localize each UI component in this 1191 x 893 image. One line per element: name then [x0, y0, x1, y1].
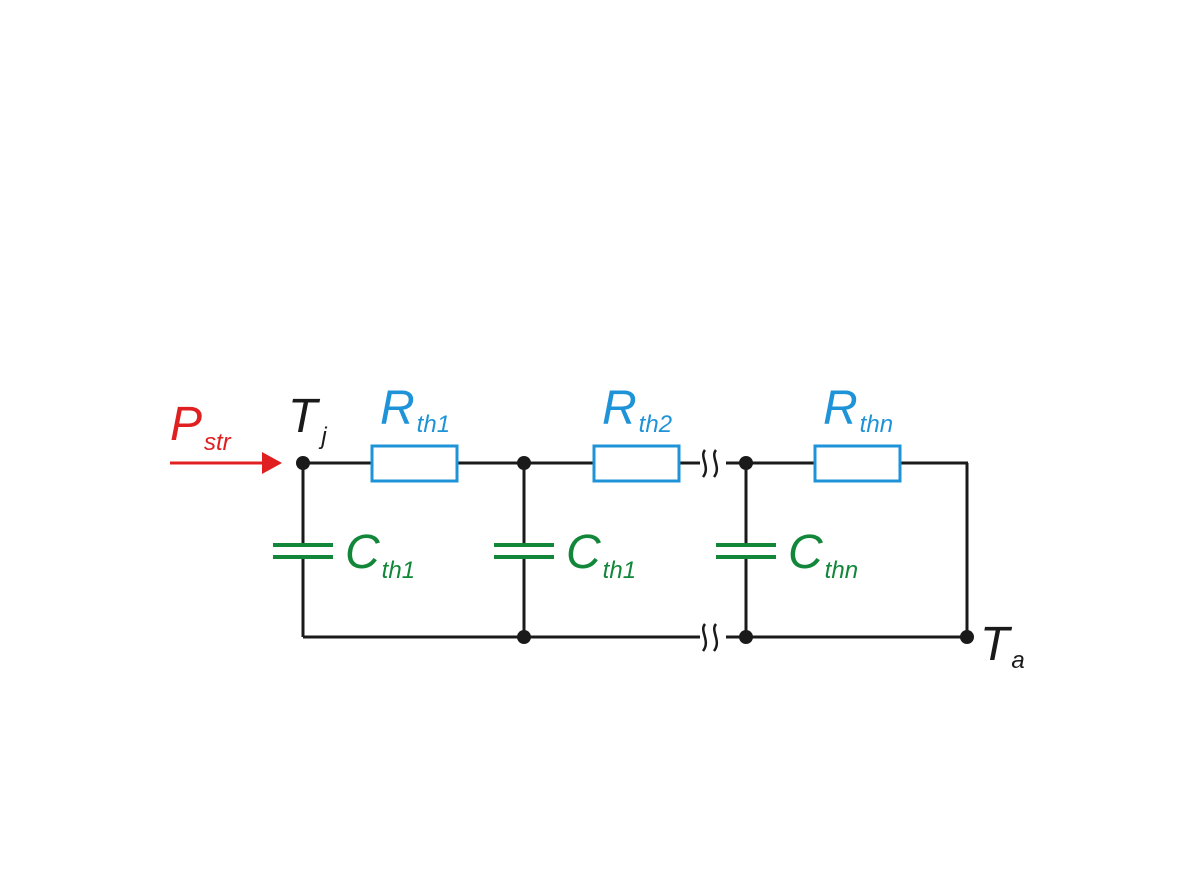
capacitor-branch-n [716, 463, 776, 637]
resistor-rth1 [370, 444, 459, 483]
node-bottom-n [739, 630, 753, 644]
resistor-rthn [813, 444, 902, 483]
break-symbol-bottom [701, 623, 719, 652]
label-power: Pstr [170, 398, 232, 456]
junction-nodes [296, 456, 974, 644]
label-rthn: Rthn [823, 382, 893, 438]
capacitor-branch-2 [494, 463, 554, 637]
break-symbol-top [701, 449, 719, 478]
label-rth1: Rth1 [380, 382, 450, 438]
power-input-arrow [170, 452, 282, 474]
label-cth1-first: Cth1 [345, 526, 415, 584]
node-top-2 [517, 456, 531, 470]
label-ta: Ta [980, 618, 1025, 674]
capacitor-branch-1 [273, 463, 333, 637]
node-tj [296, 456, 310, 470]
node-top-n [739, 456, 753, 470]
label-cthn: Cthn [788, 526, 858, 584]
resistor-rth2 [592, 444, 681, 483]
node-bottom-2 [517, 630, 531, 644]
label-rth2: Rth2 [602, 382, 672, 438]
node-ta [960, 630, 974, 644]
label-cth1-second: Cth1 [566, 526, 636, 584]
